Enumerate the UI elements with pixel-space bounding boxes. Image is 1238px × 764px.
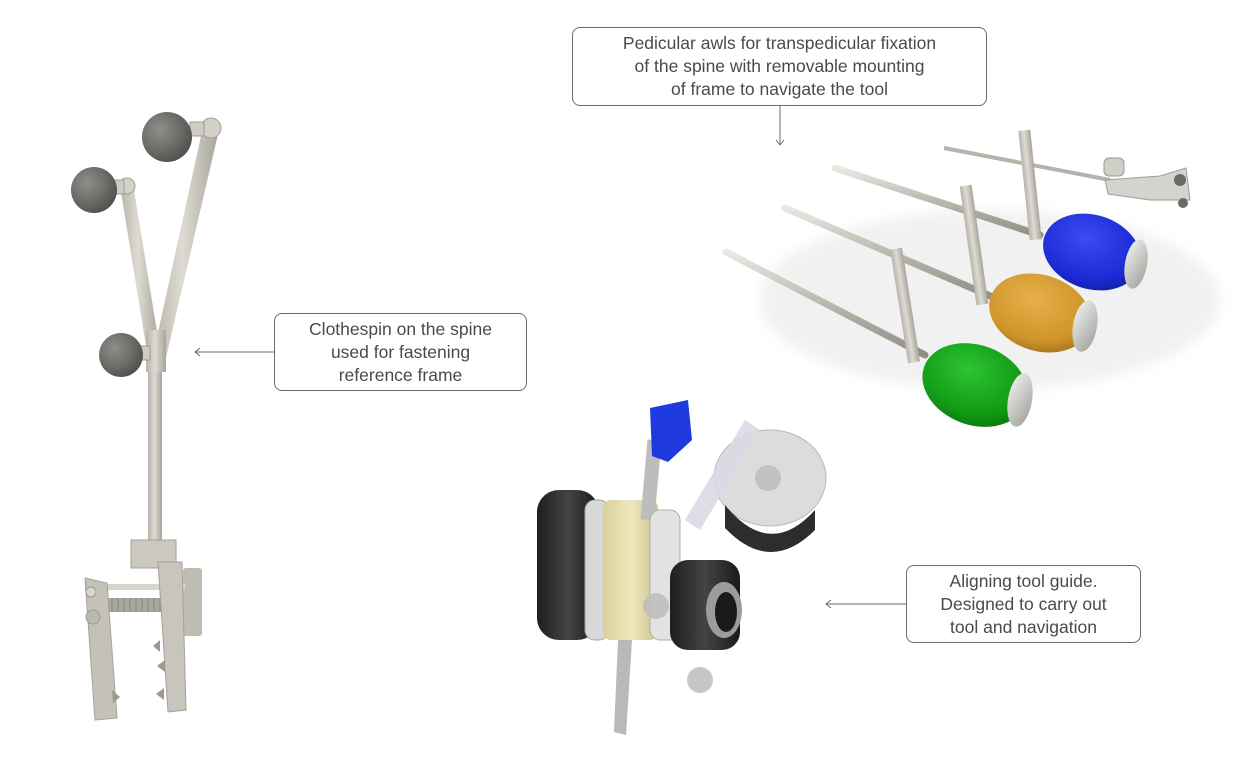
arrow-awls: [775, 106, 785, 146]
callout-line: of frame to navigate the tool: [671, 79, 888, 99]
callout-line: Aligning tool guide.: [949, 570, 1098, 591]
arrow-clothespin: [194, 347, 274, 357]
callout-line: used for fastening: [330, 341, 471, 362]
callout-line: of the spine with removable mounting: [634, 56, 925, 76]
callout-line: reference frame: [338, 364, 463, 385]
marker-sphere: [142, 112, 192, 162]
callout-clothespin: Clothespin on the spine used for fasteni…: [274, 313, 527, 391]
awls-illustration: [722, 129, 1220, 427]
tool-guide-illustration: [537, 400, 827, 735]
callout-line: tool and navigation: [950, 616, 1097, 637]
callout-tool-guide: Aligning tool guide. Designed to carry o…: [906, 565, 1141, 643]
callout-line: Designed to carry out: [940, 593, 1107, 614]
reference-frame-illustration: [71, 112, 222, 721]
callout-line: Pedicular awls for transpedicular fixati…: [622, 33, 937, 53]
callout-pedicular-awls: Pedicular awls for transpedicular fixati…: [572, 27, 987, 106]
callout-line: Clothespin on the spine: [309, 318, 492, 339]
marker-sphere: [71, 167, 117, 213]
marker-sphere: [99, 333, 143, 377]
arrow-guide: [825, 599, 906, 609]
